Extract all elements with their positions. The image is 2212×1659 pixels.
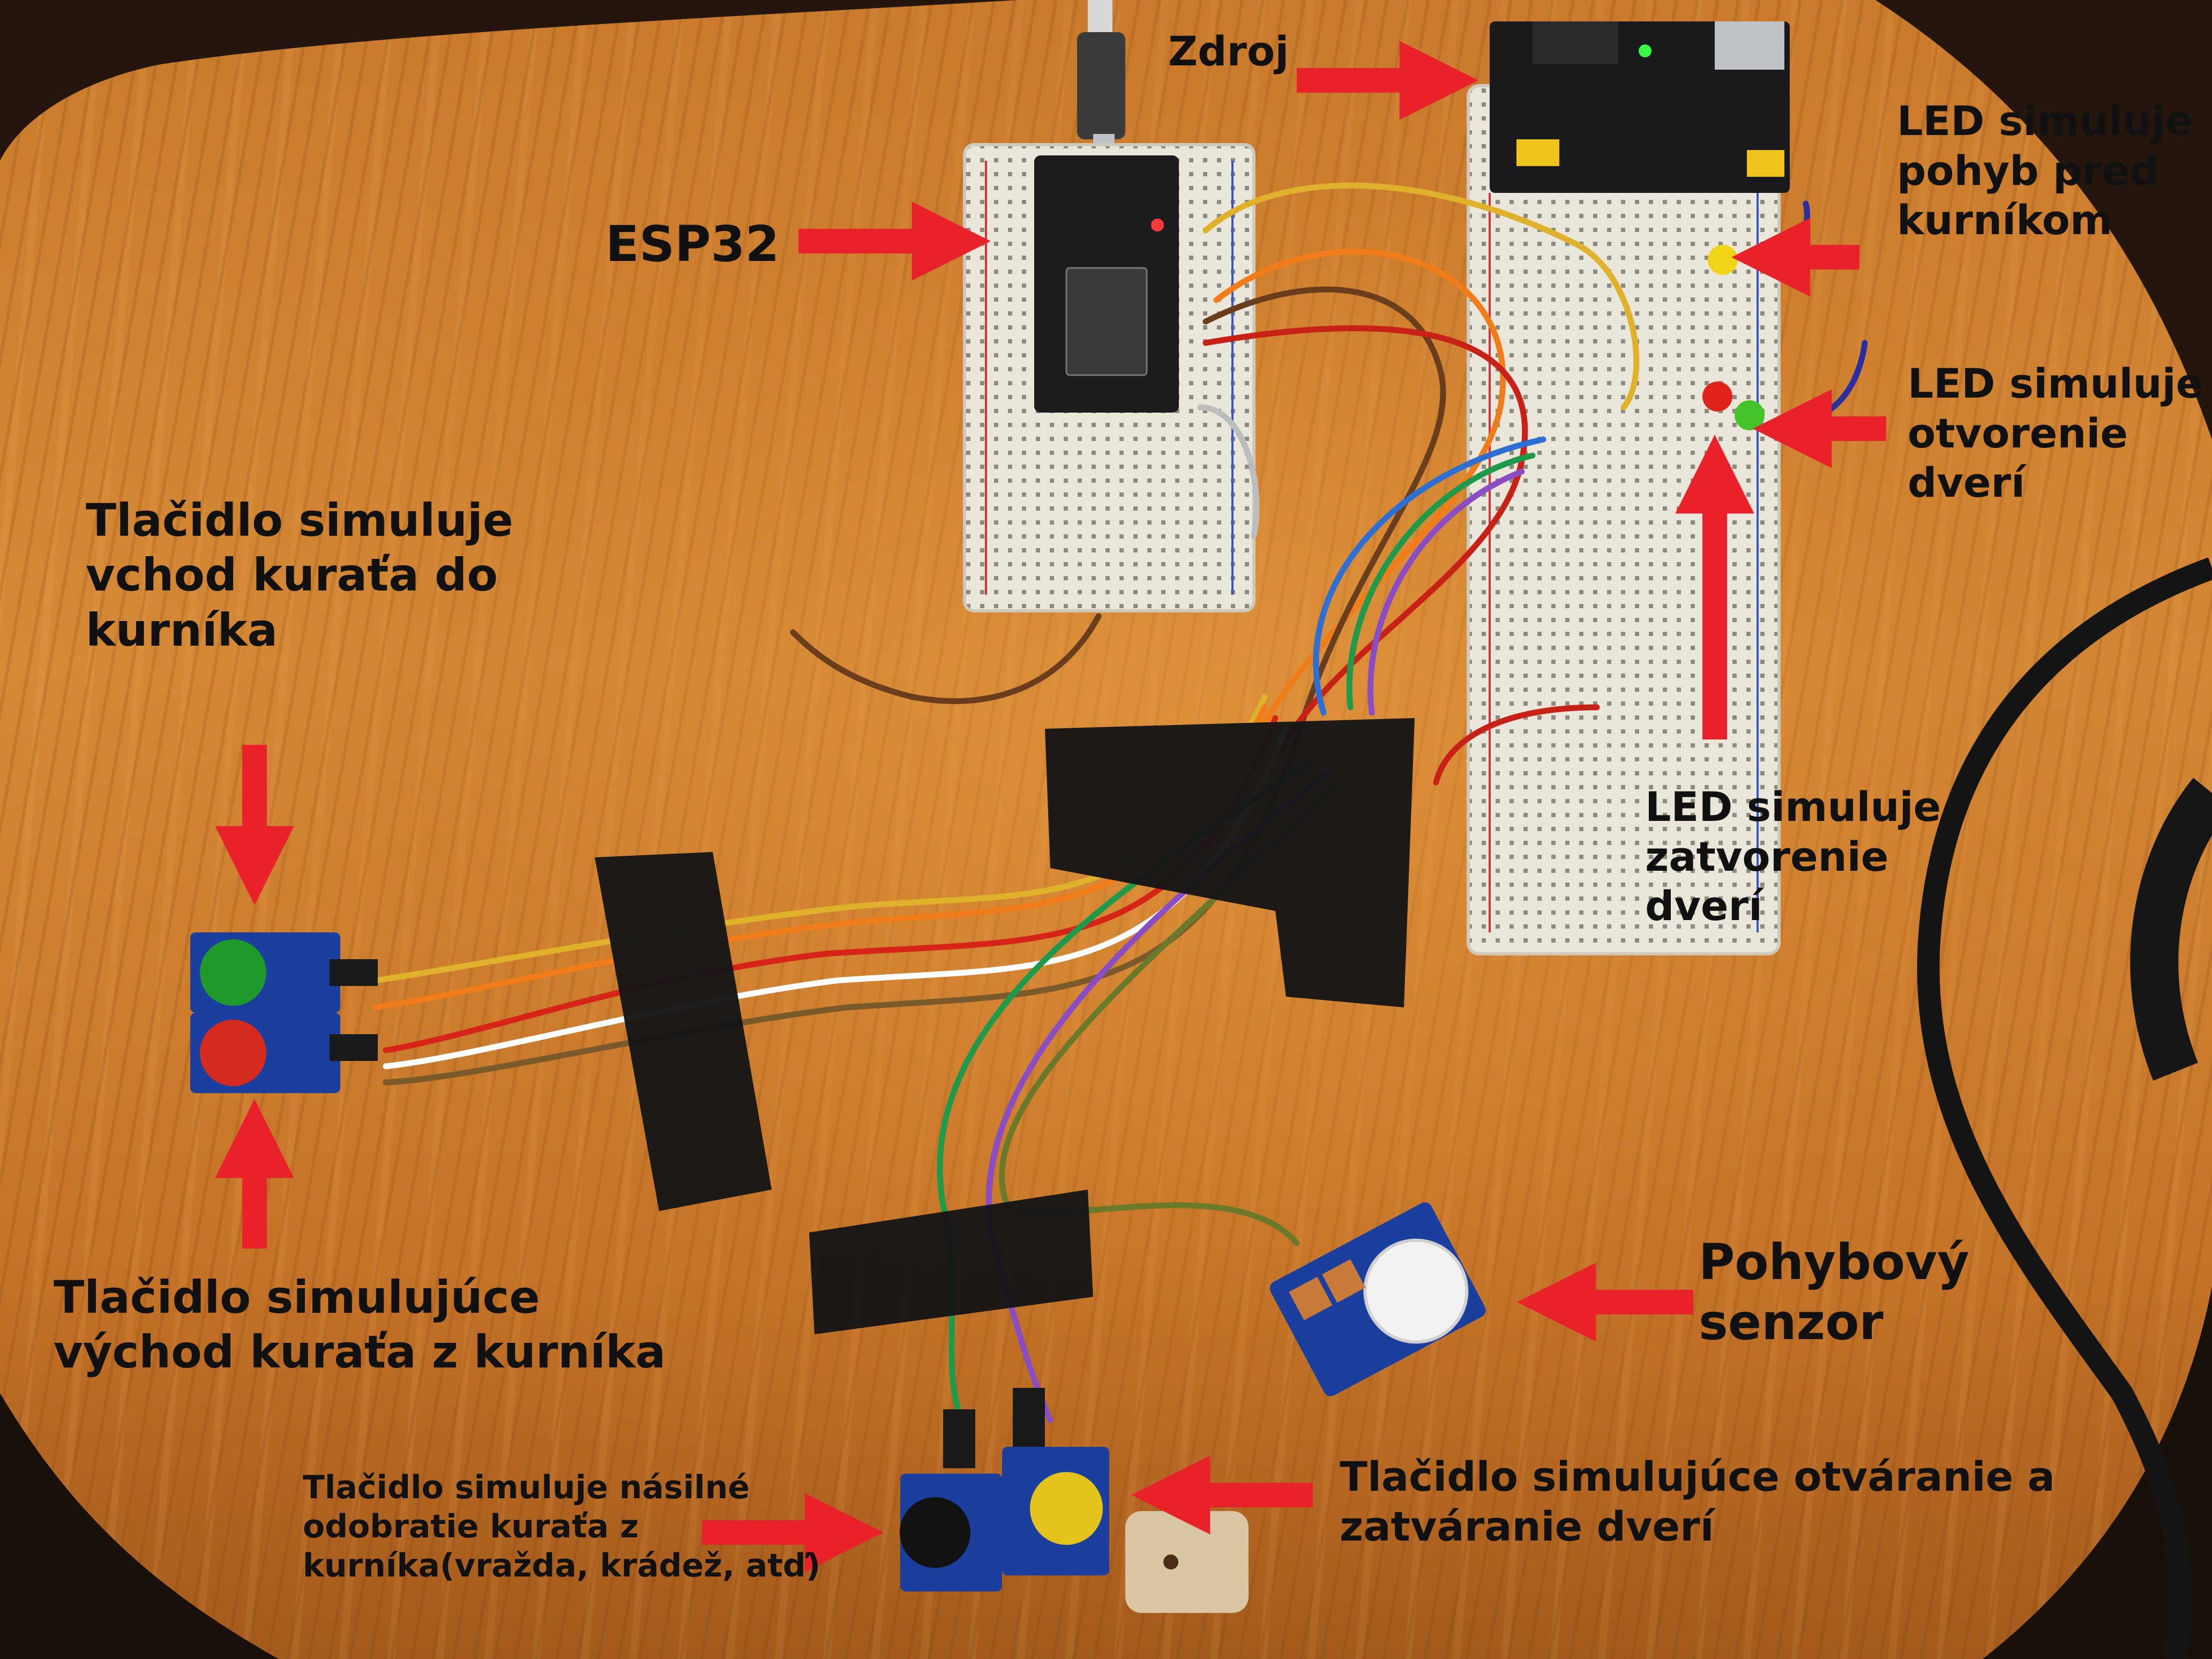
- power-cable-end: [2130, 778, 2212, 1081]
- label-button-violent: Tlačidlo simuluje násilné odobratie kura…: [303, 1469, 821, 1585]
- label-button-door: Tlačidlo simulujúce otváranie a zatváran…: [1340, 1453, 2055, 1550]
- pir-sensor: [1269, 1202, 1486, 1396]
- label-esp32: ESP32: [606, 215, 780, 273]
- button-black: [900, 1497, 970, 1568]
- usb-plug: [1077, 32, 1125, 139]
- label-button-entry: Tlačidlo simuluje vchod kuraťa do kurník…: [86, 494, 513, 656]
- label-zdroj: Zdroj: [1168, 27, 1289, 75]
- power-cable: [1917, 557, 2212, 1659]
- power-indicator-led: [1639, 44, 1651, 57]
- button-green: [200, 939, 266, 1006]
- label-led-motion: LED simuluje pohyb pred kurníkom: [1897, 97, 2193, 244]
- label-motion-sensor: Pohybový senzor: [1699, 1234, 1970, 1351]
- table-edge-top-right: [1875, 0, 2212, 439]
- led-red: [1702, 382, 1732, 412]
- label-led-close: LED simuluje zatvorenie dverí: [1645, 783, 1941, 930]
- label-led-open: LED simuluje otvorenie dverí: [1908, 360, 2204, 507]
- table-edge-bottom-left: [0, 1393, 279, 1659]
- esp32-power-led: [1151, 219, 1164, 231]
- button-yellow: [1030, 1472, 1103, 1545]
- led-yellow: [1708, 245, 1738, 275]
- led-green: [1735, 400, 1765, 430]
- table-edge-bottom-right: [1983, 1286, 2212, 1659]
- annotation-arrows: [215, 41, 1886, 1572]
- button-red: [200, 1020, 266, 1086]
- table-edge-top-left: [0, 0, 1018, 161]
- esp32-module: [1065, 267, 1148, 376]
- tape-top: [1045, 718, 1415, 1007]
- label-button-exit: Tlačidlo simulujúce východ kuraťa z kurn…: [54, 1271, 666, 1379]
- tape-bottom: [809, 1190, 1093, 1334]
- tape-middle: [595, 852, 772, 1211]
- mounting-pad: [1125, 1511, 1249, 1613]
